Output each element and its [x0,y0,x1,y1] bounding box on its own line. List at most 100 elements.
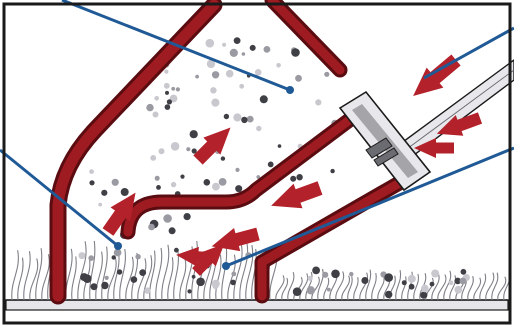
soil-particle [180,175,184,179]
soil-particle [105,276,109,280]
soil-particle [268,162,274,168]
soil-particle [164,70,168,74]
soil-particle [88,255,94,261]
soil-particle [461,269,467,275]
soil-particle [112,179,119,186]
soil-particle [291,48,300,57]
soil-particle [312,267,320,275]
callout-fibers-dot [114,242,122,250]
soil-particle [159,148,165,154]
soil-particle [293,287,302,296]
soil-particle [154,96,159,101]
soil-particle [385,291,392,298]
callout-particles-dot [286,86,294,94]
soil-particle [431,270,439,278]
soil-particle [241,117,247,123]
soil-particle [196,278,205,287]
soil-particle [192,275,196,279]
soil-particle [226,70,234,78]
soil-particle [153,112,159,118]
soil-particle [101,190,107,196]
soil-particle [83,274,92,283]
soil-particle [131,276,138,283]
soil-particle [112,255,116,259]
soil-particle [449,280,454,285]
soil-particle [89,180,94,185]
soil-particle [231,272,236,277]
soil-particle [139,269,146,276]
soil-particle [91,283,98,290]
soil-particle [255,69,262,76]
soil-particle [146,104,153,111]
soil-particle [235,185,242,192]
soil-particle [169,227,176,234]
soil-particle [402,280,407,285]
soil-particle [155,176,160,181]
soil-particle [186,147,190,151]
soil-particle [79,252,86,259]
soil-particle [171,142,180,151]
soil-particle [276,63,281,68]
soil-particle [296,174,302,180]
soil-particle [230,49,238,57]
soil-particle [176,87,180,91]
soil-particle [234,37,241,44]
soil-particle [221,156,225,160]
soil-particle [167,99,172,104]
soil-particle [98,203,102,207]
soil-particle [195,75,199,79]
soil-particle [171,182,176,187]
soil-particle [156,185,161,190]
soil-particle [430,282,435,287]
soil-particle [101,282,108,289]
soil-particle [409,284,415,290]
soil-particle [324,72,329,77]
soil-particle [460,278,467,285]
soil-particle [174,248,179,253]
soil-particle [247,116,254,123]
soil-particle [454,286,462,294]
soil-particle [204,179,211,186]
soil-particle [144,287,150,293]
soil-particle [165,91,169,95]
soil-particle [211,99,219,107]
soil-particle [213,283,219,289]
soil-particle [135,254,140,259]
soil-particle [327,288,331,292]
soil-particle [250,45,256,51]
soil-particle [307,286,315,294]
soil-particle [290,176,296,182]
soil-particle [260,95,268,103]
soil-particle [421,285,429,293]
soil-particle [150,155,156,161]
soil-particle [212,183,220,191]
soil-particle [235,168,239,172]
soil-particle [121,188,129,196]
soil-particle [278,144,282,148]
soil-particle [219,178,227,186]
soil-particle [308,276,313,281]
soil-particle [408,275,416,283]
soil-particle [361,277,368,284]
soil-particle [212,71,219,78]
soil-particle [224,114,229,119]
soil-particle [315,99,321,105]
soil-particle [117,269,122,274]
soil-particle [256,126,261,131]
soil-particle [184,213,191,220]
soil-particle [206,39,215,48]
soil-particle [148,224,155,231]
soil-particle [322,272,328,278]
soil-particle [163,214,172,223]
soil-particle [264,46,271,53]
soil-particle [190,130,198,138]
soil-particle [331,270,340,279]
soil-particle [239,84,244,89]
soil-particle [210,87,216,93]
soil-particle [187,289,191,293]
soil-particle [349,272,353,276]
soil-particle [222,43,226,47]
soil-particle [164,83,170,89]
